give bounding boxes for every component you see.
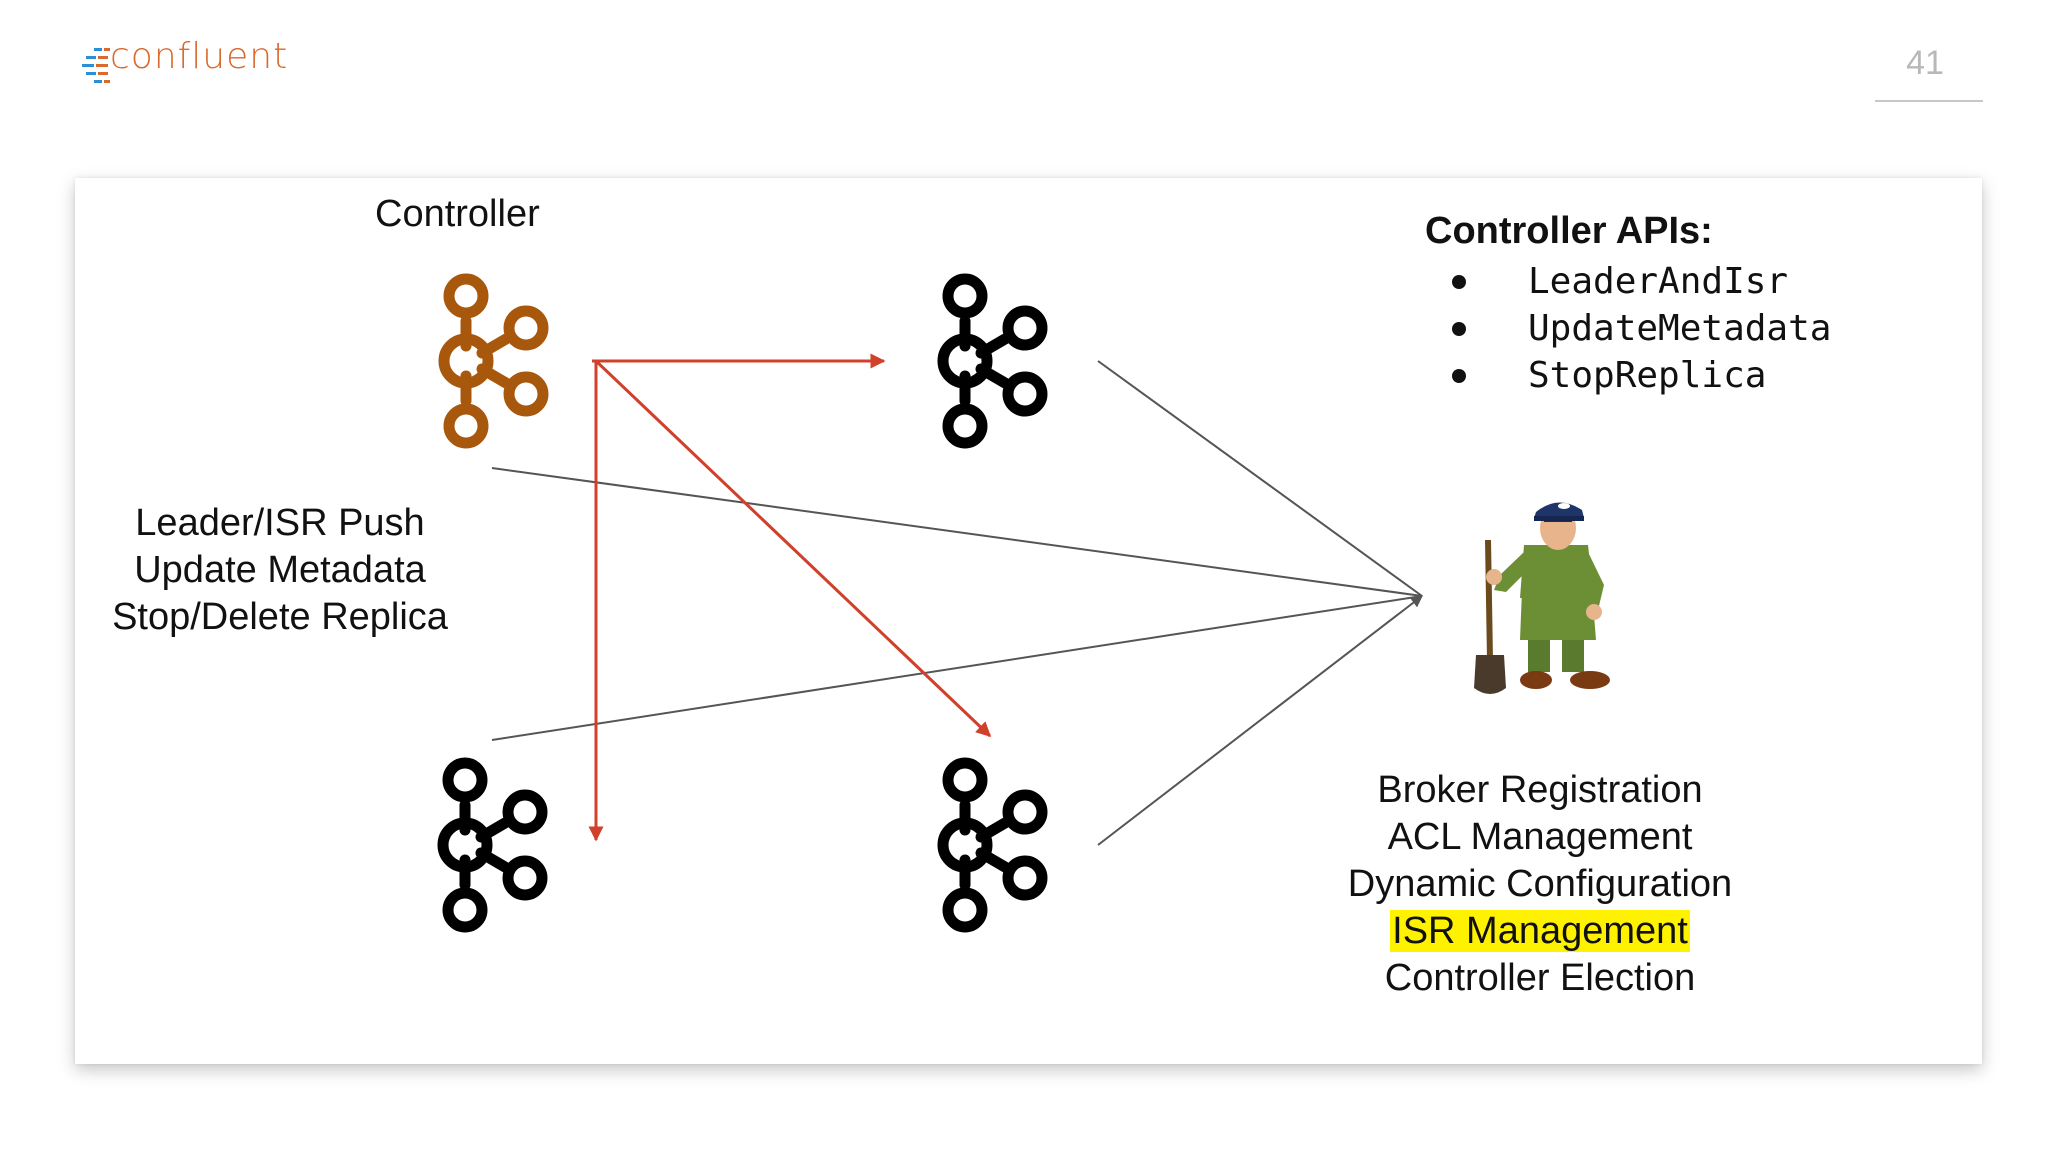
page-number-rule [1875,100,1983,102]
page-number: 41 [1906,44,1944,82]
zk-function-label: Broker Registration [1377,769,1703,811]
kafka-broker-icon [943,279,1042,443]
controller-message-leader-isr: Leader/ISR Push [135,502,425,544]
logo-wordmark: confluent [110,36,289,77]
bullet-icon [1452,322,1466,336]
controller-label: Controller [375,193,540,235]
zk-function-item: ACL Management [1300,814,1780,861]
zookeeper-keeper-icon [1474,502,1610,694]
api-item-label: StopReplica [1528,355,1767,396]
zk-function-label: Controller Election [1384,957,1696,999]
controller-apis-list: LeaderAndIsr UpdateMetadata StopReplica [1440,258,1831,399]
controller-apis-title: Controller APIs: [1425,210,1713,252]
zk-function-label-highlighted: ISR Management [1390,910,1690,952]
zk-function-label: ACL Management [1387,816,1693,858]
controller-arrow-diagonal [594,359,992,738]
bullet-icon [1452,275,1466,289]
zk-function-item: Broker Registration [1300,767,1780,814]
controller-message-update-metadata: Update Metadata [134,549,426,591]
kafka-broker-icon [444,279,543,443]
controller-message-stop-replica: Stop/Delete Replica [112,596,448,638]
confluent-logo-mark-icon [82,48,110,83]
zk-line-broker-bottom-left [491,595,1423,741]
zk-line-broker-top-right [1097,360,1423,597]
kafka-broker-icon [943,763,1042,927]
zk-function-item: ISR Management [1300,908,1780,955]
api-item: LeaderAndIsr [1440,258,1831,305]
zk-function-label: Dynamic Configuration [1347,863,1733,905]
api-item: StopReplica [1440,352,1831,399]
api-item-label: LeaderAndIsr [1528,261,1789,302]
bullet-icon [1452,369,1466,383]
zk-function-item: Dynamic Configuration [1300,861,1780,908]
zk-line-broker-bottom-right [1097,595,1423,846]
controller-messages: Leader/ISR Push Update Metadata Stop/Del… [80,500,480,641]
zk-function-item: Controller Election [1300,955,1780,1002]
zk-line-controller [491,467,1423,597]
api-item: UpdateMetadata [1440,305,1831,352]
zookeeper-functions: Broker Registration ACL Management Dynam… [1300,767,1780,1002]
confluent-logo: confluent [80,36,300,92]
api-item-label: UpdateMetadata [1528,308,1832,349]
kafka-broker-icon [443,763,542,927]
